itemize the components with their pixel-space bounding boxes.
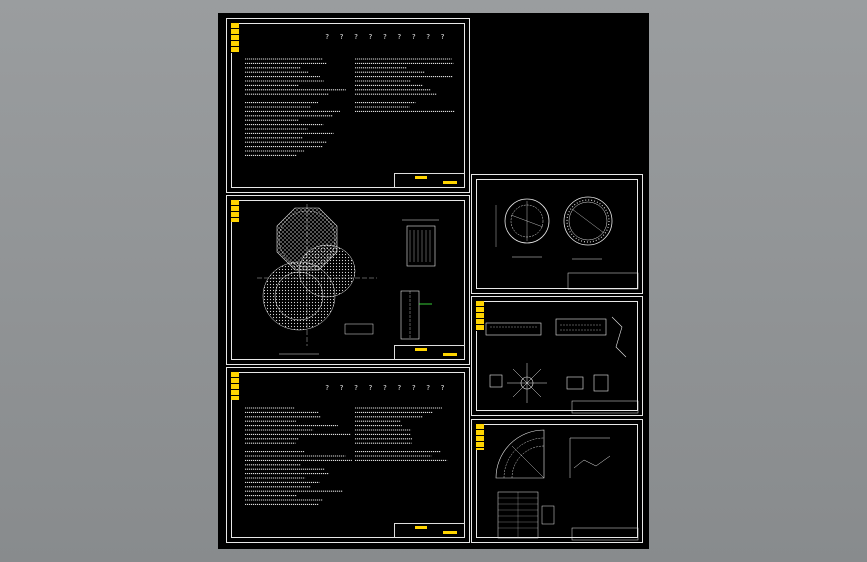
detail-drawing (495, 429, 639, 541)
detail-drawing (485, 316, 639, 414)
sheet-border (476, 179, 638, 289)
sheet-border (476, 424, 638, 538)
sheet-border (476, 301, 638, 411)
sheet-detail-c[interactable] (471, 419, 643, 543)
revision-stamp (231, 200, 239, 222)
sheet-section-a[interactable] (471, 174, 643, 294)
sheet-detail-b[interactable] (471, 296, 643, 416)
plan-drawing (257, 204, 439, 355)
section-drawing (495, 196, 639, 290)
sheet-border (231, 23, 465, 188)
revision-stamp (231, 372, 239, 400)
model-space-canvas[interactable]: ? ? ? ? ? ? ? ? ? (218, 13, 649, 549)
notes-text-block (245, 407, 448, 505)
sheet-title: ? ? ? ? ? ? ? ? ? (325, 33, 448, 41)
revision-stamp (476, 301, 484, 331)
sheet-border (231, 372, 465, 538)
revision-stamp (476, 424, 484, 450)
notes-text-block (245, 58, 455, 156)
sheet-plan[interactable] (226, 195, 470, 365)
title-block (394, 173, 465, 188)
title-block (394, 345, 465, 360)
revision-stamp (231, 23, 239, 53)
sheet-title: ? ? ? ? ? ? ? ? ? (325, 384, 448, 392)
title-block (394, 523, 465, 538)
sheet-border (231, 200, 465, 360)
sheet-general-notes-1[interactable]: ? ? ? ? ? ? ? ? ? (226, 18, 470, 193)
sheet-general-notes-2[interactable]: ? ? ? ? ? ? ? ? ? (226, 367, 470, 543)
